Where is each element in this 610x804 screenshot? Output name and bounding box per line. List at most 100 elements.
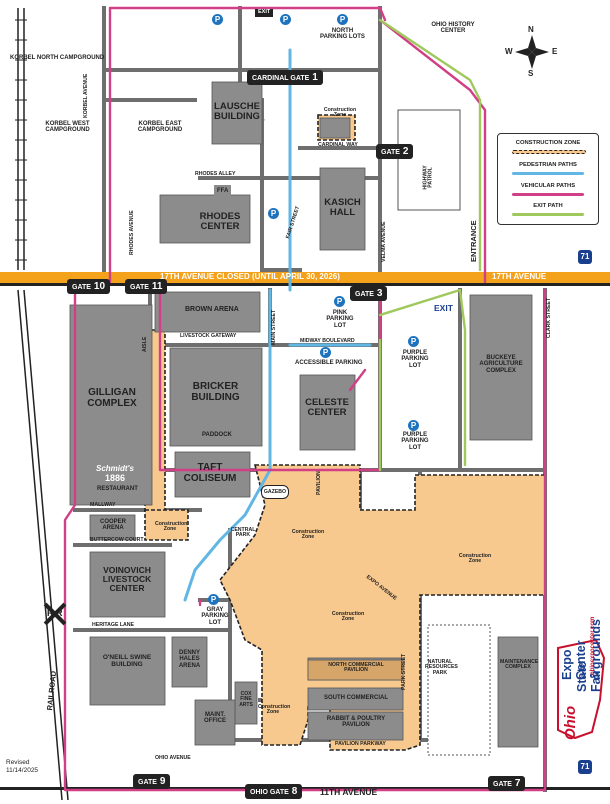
parking-pin: P xyxy=(408,420,419,431)
parking-pin: P xyxy=(208,594,219,605)
compass-w: W xyxy=(505,47,513,56)
construction-zone-label-1: Construction Zone xyxy=(291,529,325,541)
construction-zone-label-4: Construction Zone xyxy=(155,521,188,533)
ohio-history-center-label: OHIO HISTORY CENTER xyxy=(431,22,475,35)
ohio-gate-8[interactable]: OHIO GATE 8 xyxy=(245,784,303,799)
buttercow-court-label: BUTTERCOW COURT xyxy=(90,537,144,543)
exit-sign-north: EXIT xyxy=(255,9,274,17)
highway-patrol-label: HIGHWAY PATROL xyxy=(422,165,434,190)
accessible-parking-label: ACCESSIBLE PARKING xyxy=(295,360,363,366)
natural-resources-label: NATURAL RESOURCES PARK xyxy=(425,659,458,676)
entrance-label: ENTRANCE xyxy=(469,220,478,262)
pedestrian-path xyxy=(183,48,372,602)
park-street-label: PARK STREET xyxy=(401,653,407,690)
maintenance-complex-label: MAINTENANCE COMPLEX xyxy=(500,659,539,671)
korbel-ave-label: KORBEL AVENUE xyxy=(83,73,89,118)
highway-patrol-shape xyxy=(397,109,461,211)
cox-fine-arts-label: COX FINE ARTS xyxy=(239,691,253,708)
legend-construction-swatch xyxy=(512,150,586,154)
schmidts-label: Schmidt's xyxy=(96,464,134,473)
natural-resources-shape xyxy=(427,624,491,756)
buckeye-complex-label: BUCKEYE AGRICULTURE COMPLEX xyxy=(479,355,523,374)
purple-parking-label-2: PURPLE PARKING LOT xyxy=(401,432,429,451)
cardinal-gate[interactable]: CARDINAL GATE 1 xyxy=(247,70,323,85)
compass-shape xyxy=(515,35,549,69)
korbel-north-label: KORBEL NORTH CAMPGROUND xyxy=(10,55,105,61)
cooper-arena-label: COOPER ARENA xyxy=(100,519,127,532)
11th-ave-label: 11TH AVENUE xyxy=(320,787,378,797)
gate-3[interactable]: GATE 3 xyxy=(350,286,388,301)
construction-zone-label-2: Construction Zone xyxy=(458,553,492,565)
rhodes-alley-label: RHODES ALLEY xyxy=(195,171,236,177)
ohio-logo-shape xyxy=(557,638,606,740)
denny-hales-label: DENNY HALES ARENA xyxy=(178,650,201,669)
railroad xyxy=(15,8,69,801)
revised-label: Revised xyxy=(6,759,30,766)
maint-office-label: MAINT. OFFICE xyxy=(204,712,226,725)
gate-2[interactable]: GATE 2 xyxy=(376,144,414,159)
mallway-label: MALLWAY xyxy=(90,502,116,508)
taft-coliseum-label: TAFT COLISEUM xyxy=(183,462,237,484)
17th-ave-closed-label: 17TH AVENUE CLOSED (UNTIL APRIL 30, 2026… xyxy=(160,272,340,281)
ohio-logo: Ohio xyxy=(562,705,579,740)
aisle-label: AISLE xyxy=(142,336,148,352)
pink-parking-label: PINK PARKING LOT xyxy=(326,310,354,329)
legend-exit-swatch xyxy=(512,213,584,216)
17th-ave-label: 17TH AVENUE xyxy=(492,272,547,281)
pavilion-label: PAVILION xyxy=(316,471,322,495)
parking-pin: P xyxy=(268,208,279,219)
parking-pin: P xyxy=(334,296,345,307)
legend-vehicular-swatch xyxy=(512,193,584,196)
ffa-label: FFA xyxy=(214,185,232,198)
pavilion-parkway-label: PAVILION PARKWAY xyxy=(335,741,386,747)
parking-pin: P xyxy=(212,14,223,25)
bricker-building-label: BRICKER BUILDING xyxy=(191,381,240,403)
compass-e: E xyxy=(552,47,558,56)
railroad-crossing-shape xyxy=(43,602,67,626)
rabbit-poultry-label: RABBIT & POULTRY PAVILION xyxy=(326,716,386,729)
clark-street-label: CLARK STREET xyxy=(546,297,552,338)
exit-path xyxy=(378,18,482,472)
celeste-center-label: CELESTE CENTER xyxy=(305,397,349,418)
kasich-hall-label: KASICH HALL xyxy=(324,197,361,218)
construction-zone-label-3: Construction Zone xyxy=(331,611,365,623)
buildings xyxy=(69,81,539,748)
paddock-label: PADDOCK xyxy=(202,432,232,438)
legend-pedestrian-label: PEDESTRIAN PATHS xyxy=(519,162,577,168)
cardinal-way-label: CARDINAL WAY xyxy=(318,142,358,148)
legend-vehicular-label: VEHICULAR PATHS xyxy=(520,183,576,189)
parking-pin: P xyxy=(280,14,291,25)
heritage-lane-label: HERITAGE LANE xyxy=(92,622,134,628)
map-legend: CONSTRUCTION ZONE PEDESTRIAN PATHS VEHIC… xyxy=(497,133,599,225)
north-parking-label: NORTH PARKING LOTS xyxy=(320,28,365,41)
gray-parking-label: GRAY PARKING LOT xyxy=(201,607,229,626)
central-park-label: CENTRAL PARK xyxy=(230,527,256,539)
oneill-swine-label: O'NEILL SWINE BUILDING xyxy=(102,654,152,668)
ohio-avenue-label: OHIO AVENUE xyxy=(155,755,191,761)
parking-pin: P xyxy=(320,347,331,358)
gate-10[interactable]: GATE 10 xyxy=(67,279,111,294)
brown-arena-label: BROWN ARENA xyxy=(185,306,239,313)
livestock-gateway-label: LIVESTOCK GATEWAY xyxy=(180,333,237,339)
north-commercial-label: NORTH COMMERCIAL PAVILION xyxy=(328,662,384,674)
gate-9[interactable]: GATE 9 xyxy=(133,774,171,789)
velma-ave-label: VELMA AVENUE xyxy=(381,221,387,262)
korbel-east-label: KORBEL EAST CAMPGROUND xyxy=(137,121,183,134)
legend-exit-label: EXIT PATH xyxy=(533,203,563,209)
parking-pin: P xyxy=(337,14,348,25)
gazebo-label: GAZEBO xyxy=(261,485,289,499)
gate-7[interactable]: GATE 7 xyxy=(488,776,526,791)
i71-shield-south: 71 xyxy=(578,760,592,774)
gate-11[interactable]: GATE 11 xyxy=(125,279,168,294)
main-street-label: MAIN STREET xyxy=(271,309,277,345)
purple-parking-label-1: PURPLE PARKING LOT xyxy=(401,350,429,369)
construction-zone-label-5: Construction Zone xyxy=(323,107,357,119)
schmidts-restaurant-label: RESTAURANT xyxy=(97,486,138,492)
legend-construction-label: CONSTRUCTION ZONE xyxy=(515,140,581,146)
brand-url: ohioexpocenter.com xyxy=(590,616,596,675)
voinovich-center-label: VOINOVICH LIVESTOCK CENTER xyxy=(102,565,152,593)
korbel-west-label: KORBEL WEST CAMPGROUND xyxy=(45,121,90,134)
revised-date: 11/14/2025 xyxy=(6,767,39,774)
